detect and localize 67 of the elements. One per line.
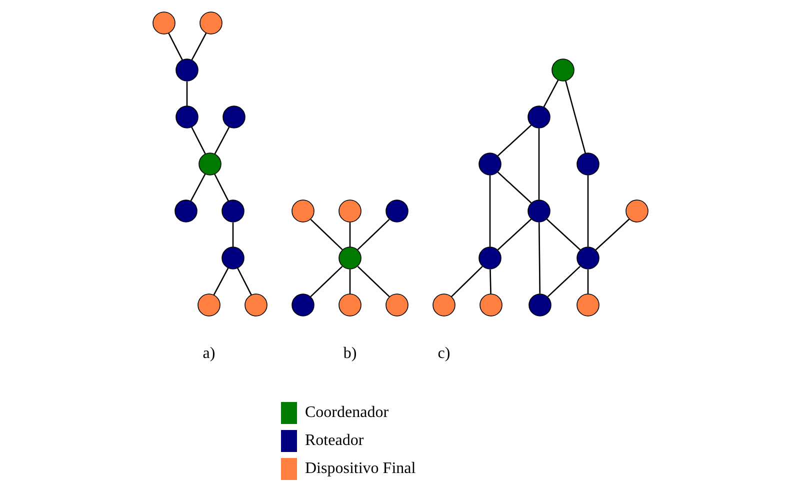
connector	[214, 126, 230, 154]
node-circle	[152, 12, 175, 34]
node-circle	[527, 200, 550, 222]
connector	[214, 174, 228, 202]
connector	[236, 268, 252, 296]
connector	[489, 269, 491, 294]
connector	[186, 81, 188, 106]
node-circle	[221, 246, 244, 270]
node-circle	[175, 58, 198, 82]
connector	[496, 218, 532, 250]
node-circle	[244, 294, 267, 316]
connector	[538, 128, 540, 200]
connector	[594, 218, 630, 250]
node-circle	[175, 106, 198, 128]
node-circle	[291, 200, 314, 222]
connector	[496, 172, 532, 204]
connector	[310, 266, 342, 298]
node-circle	[385, 294, 408, 316]
connector	[212, 268, 228, 296]
node-circle	[576, 294, 599, 316]
connector	[348, 222, 350, 247]
legend-label: Roteador	[304, 432, 364, 449]
node-circle	[338, 200, 361, 222]
connector	[190, 32, 206, 60]
node-circle	[478, 152, 501, 176]
connector	[546, 266, 580, 298]
node-circle	[174, 200, 197, 222]
connector	[310, 218, 342, 250]
label: a)	[202, 344, 215, 362]
legend-label: Dispositivo Final	[304, 460, 416, 477]
node-circle	[221, 200, 244, 222]
connector	[348, 269, 350, 294]
legend-label: Coordenador	[304, 404, 388, 421]
node-circle	[222, 106, 245, 128]
connector	[168, 32, 182, 60]
node-circle	[625, 200, 648, 222]
node-circle	[528, 294, 551, 316]
connector	[586, 175, 588, 247]
connector	[542, 80, 558, 108]
node-circle	[576, 246, 599, 270]
node-circle	[291, 294, 314, 316]
node-circle	[432, 294, 455, 316]
connector	[586, 269, 588, 294]
connector	[564, 80, 586, 154]
connector	[496, 124, 532, 156]
connector	[190, 174, 206, 202]
node-circle	[527, 106, 550, 128]
node-circle	[551, 58, 574, 82]
node-circle	[197, 294, 220, 316]
connector	[356, 266, 390, 298]
node-circle	[338, 246, 361, 270]
connector	[232, 222, 234, 247]
connector	[356, 218, 390, 250]
node-circle	[478, 246, 501, 270]
connector	[450, 266, 482, 298]
label: b)	[342, 344, 356, 362]
node-circle	[385, 200, 408, 222]
connector	[190, 126, 206, 154]
connector	[488, 175, 490, 247]
node-circle	[199, 12, 222, 34]
node-circle	[338, 294, 361, 316]
connector	[546, 218, 580, 250]
node-circle	[576, 152, 599, 176]
node-circle	[198, 152, 221, 176]
connector	[538, 222, 540, 294]
node-circle	[479, 294, 502, 316]
label: c)	[437, 344, 450, 362]
